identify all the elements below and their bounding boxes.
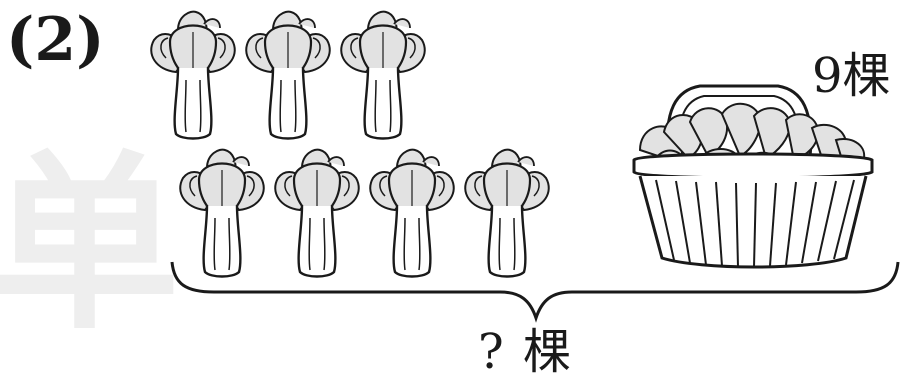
cabbage-bottom-2 bbox=[275, 150, 359, 277]
cabbage-top-1 bbox=[151, 12, 235, 139]
cabbage-bottom-1 bbox=[180, 150, 264, 277]
basket-count-label: 9棵 bbox=[812, 52, 891, 100]
cabbage-top-2 bbox=[246, 12, 330, 139]
cabbage-top-3 bbox=[341, 12, 425, 139]
cabbage-bottom-4 bbox=[465, 150, 549, 277]
total-count-label: ? 棵 bbox=[478, 328, 573, 376]
basket bbox=[634, 86, 872, 267]
cabbage-bottom-3 bbox=[370, 150, 454, 277]
problem-number: (2) bbox=[6, 10, 105, 70]
total-brace bbox=[172, 262, 898, 318]
